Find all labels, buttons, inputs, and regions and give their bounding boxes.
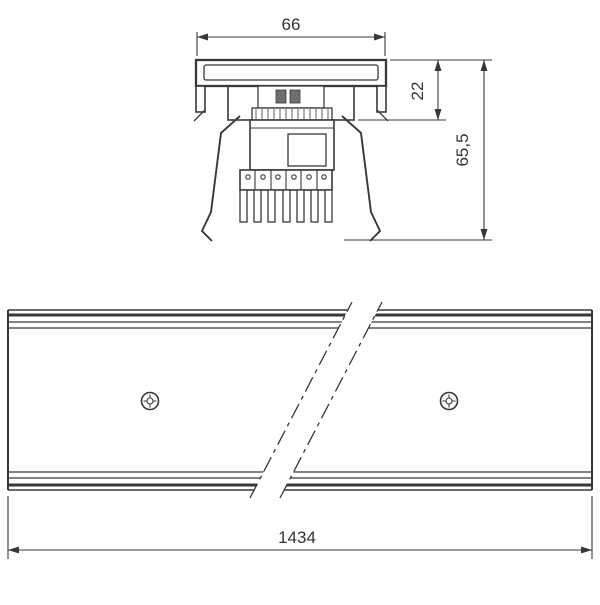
spring-clip-left (200, 115, 241, 242)
arrowhead (480, 229, 488, 240)
arrowhead (197, 33, 208, 41)
connector-pin (310, 189, 319, 223)
dimension-recess-depth-label: 22 (408, 82, 427, 101)
trim-right-wall (376, 85, 387, 113)
driver-label (287, 133, 327, 167)
arrowhead (434, 60, 442, 71)
arrowhead (581, 546, 592, 554)
dimension-top-width: 66 (196, 15, 386, 56)
heatsink-fins (255, 109, 329, 119)
break-line-left (249, 301, 353, 499)
dimension-overall-length-label: 1434 (278, 528, 316, 547)
dimension-overall-height-label: 65,5 (453, 133, 472, 166)
terminal-screw-hole (291, 174, 297, 180)
screw-cross-slots (143, 394, 157, 408)
elevation-view: 1434 (7, 301, 593, 559)
dimension-top-width-label: 66 (282, 15, 301, 34)
knurl-screw-left (275, 89, 287, 104)
break-line-right (279, 301, 383, 499)
screw-recess (445, 397, 453, 405)
connector-pin (296, 189, 305, 223)
terminal-dividers (254, 170, 318, 190)
connector-pin (324, 189, 333, 223)
trim-left-wall (195, 85, 206, 113)
dimension-overall-height: 65,5 (344, 60, 492, 241)
screw-recess (146, 397, 154, 405)
spring-clip-right (341, 115, 382, 242)
connector-pin (239, 189, 248, 223)
profile-assembly (193, 58, 389, 242)
connector-pins (239, 189, 333, 223)
break-gap (250, 302, 382, 498)
screw-cross-slots (442, 394, 456, 408)
screw-right (439, 391, 459, 411)
profile-rail (7, 309, 593, 491)
screw-left (140, 391, 160, 411)
dimension-overall-length: 1434 (7, 496, 593, 559)
connector-pin (253, 189, 262, 223)
trim-right-hook (376, 109, 389, 122)
terminal-screw-hole (321, 174, 327, 180)
trim-left-hook (193, 109, 206, 122)
cross-section-view: 66 (193, 15, 492, 242)
terminal-screw-hole (306, 174, 312, 180)
arrowhead (480, 60, 488, 71)
dimension-recess-depth: 22 (358, 59, 492, 121)
terminal-screw-hole (245, 174, 251, 180)
arrowhead (8, 546, 19, 554)
knurl-screw-right (289, 89, 301, 104)
arrowhead (434, 109, 442, 120)
connector-pin (267, 189, 276, 223)
connector-pin (282, 189, 291, 223)
terminal-screw-hole (260, 174, 266, 180)
arrowhead (374, 33, 385, 41)
terminal-screw-hole (275, 174, 281, 180)
diffuser-lens (203, 64, 379, 81)
